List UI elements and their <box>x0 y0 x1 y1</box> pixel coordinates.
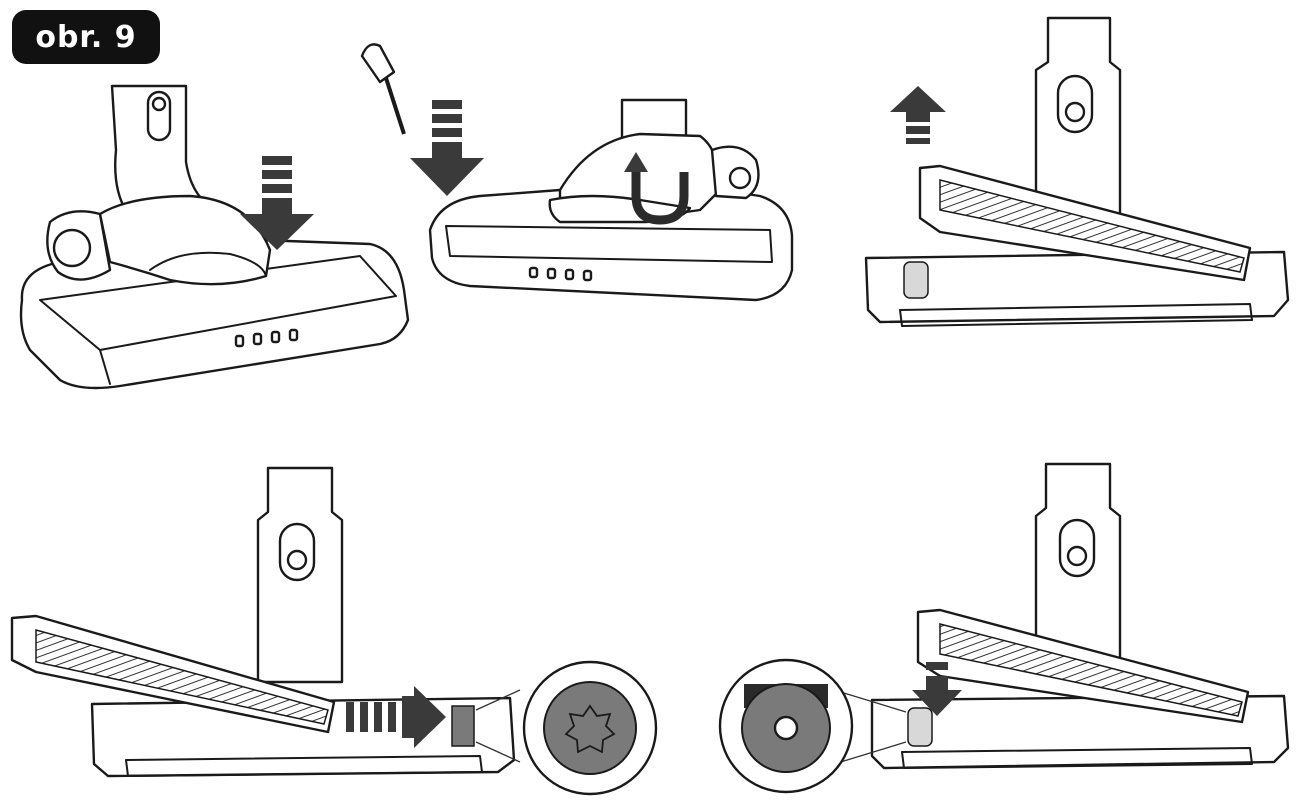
u-turn-arrow-icon <box>624 152 689 225</box>
end-cap-detail-icon <box>718 658 854 794</box>
up-arrow-icon <box>890 86 946 144</box>
gear-detail-icon <box>522 660 658 796</box>
figure-label: obr. 9 <box>12 10 160 64</box>
brush-head-step-4 <box>10 466 658 796</box>
right-arrow-icon <box>346 686 446 748</box>
screwdriver-icon <box>360 43 406 135</box>
down-arrow-icon <box>410 100 484 196</box>
brush-head-step-5 <box>718 462 1290 794</box>
brush-head-step-2 <box>360 43 794 302</box>
brush-head-step-1 <box>19 84 410 390</box>
brush-head-step-3 <box>864 16 1290 327</box>
down-arrow-icon <box>240 156 314 250</box>
down-arrow-icon <box>912 662 962 716</box>
